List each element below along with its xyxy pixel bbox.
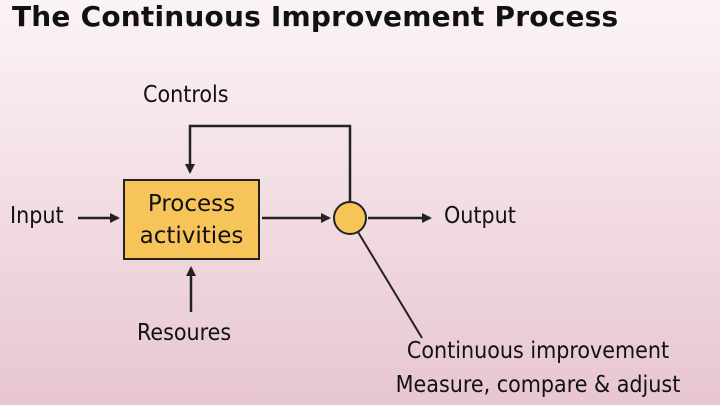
process-label-line2: activities — [139, 222, 244, 249]
ci-label-line2: Measure, compare & adjust — [395, 372, 681, 398]
process-activities-box: Process activities — [123, 179, 260, 260]
diagram-title: The Continuous Improvement Process — [12, 0, 619, 33]
ci-label-line1: Continuous improvement — [406, 338, 670, 364]
process-label-line1: Process — [147, 190, 236, 217]
controls-label: Controls — [143, 82, 229, 108]
improvement-pointer-line — [357, 231, 423, 339]
measure-node — [333, 201, 367, 235]
output-label: Output — [444, 203, 516, 229]
feedback-loop-arrow — [185, 124, 352, 201]
input-label: Input — [10, 203, 64, 229]
continuous-improvement-label: Continuous improvement Measure, compare … — [373, 334, 703, 402]
resources-label: Resoures — [137, 320, 232, 346]
